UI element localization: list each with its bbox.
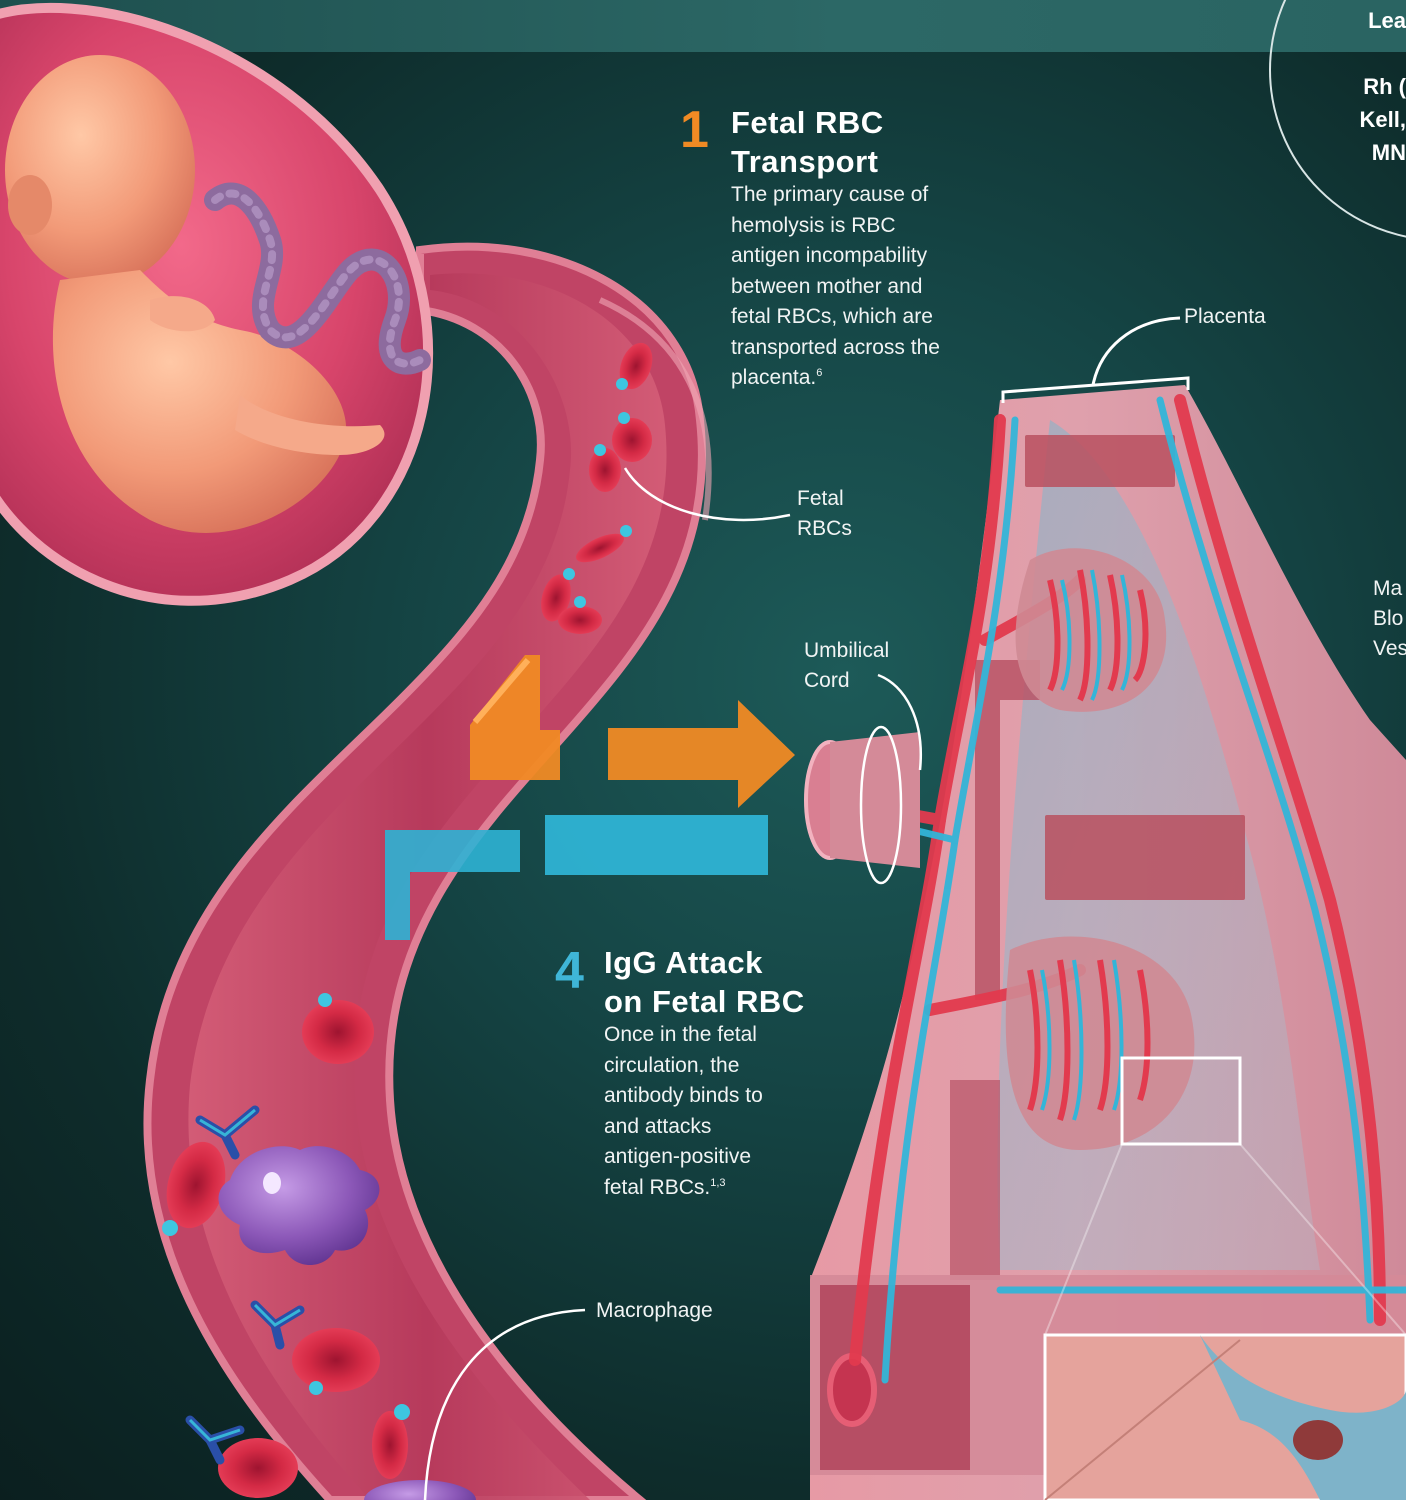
blue-arrow-down [385,830,520,940]
step-1-title-line1: Fetal RBC [731,105,884,140]
label-maternal-blood-vessel: Ma Blo Ves [1373,574,1406,664]
label-placenta: Placenta [1184,305,1266,328]
step-1-reference: 6 [816,367,823,379]
step-1-body-line: hemolysis is RBC [731,213,896,237]
step-4-body: Once in the fetal circulation, the antib… [604,1020,763,1203]
label-umbilical-line1: Umbilical [804,639,890,662]
step-4-body-line: circulation, the [604,1053,740,1077]
legend-line-1: Lea [1368,8,1406,33]
step-1-body-line-last: placenta.6 [731,363,940,394]
step-1-body-line: antigen incompability [731,244,928,267]
label-umbilical-line2: Cord [804,669,850,692]
legend-line-2: Rh ( [1363,74,1406,99]
step-4-body-line: Once in the fetal [604,1023,757,1046]
step-4-body-line: antibody binds to [604,1084,763,1107]
zoom-box [1120,1056,1242,1146]
step-4-body-line: antigen-positive [604,1145,752,1168]
umbilical-cord-ring [859,725,903,885]
lower-vessel-cells [162,993,476,1500]
legend-fragment: Lea Rh ( Kell, MN [1286,0,1406,180]
label-maternal-line1: Ma [1373,577,1403,600]
step-1-body-line: transported across the [731,335,940,359]
step-1-body-line: The primary cause of [731,183,929,206]
label-fetal-rbcs-line2: RBCs [797,517,852,540]
step-1-body-line: fetal RBCs, which are [731,305,933,328]
blue-arrow-group [385,815,768,940]
orange-arrow-group [470,655,795,808]
fetus-figure [5,55,385,533]
step-4-title-line2: on Fetal RBC [604,984,805,1019]
step-4-body-line: and attacks [604,1114,712,1138]
label-macrophage: Macrophage [596,1299,713,1322]
label-maternal-line2: Blo [1373,607,1404,630]
step-1-body: The primary cause of hemolysis is RBC an… [731,180,940,394]
step-4-reference: 1,3 [710,1176,726,1189]
villi-upper [1015,548,1167,712]
step-1-number: 1 [680,101,709,159]
villi-lower [1005,936,1195,1150]
fetal-rbcs-upper [541,342,653,634]
placenta-section [804,385,1406,1500]
label-fetal-rbcs-line1: Fetal [797,487,844,510]
step-4-body-line: fetal RBCs. [604,1175,711,1199]
placenta-bracket [1001,316,1190,403]
label-umbilical-cord: Umbilical Cord [804,636,889,696]
step-1-body-line: placenta. [731,366,817,389]
label-fetal-rbcs: Fetal RBCs [797,484,852,544]
legend-line-4: MN [1371,140,1406,165]
macrophage-cell [218,1146,380,1265]
top-band [0,0,1406,52]
orange-arrow-right [608,700,795,808]
legend-circle [1269,0,1406,238]
step-1-body-line: between mother and [731,274,923,298]
womb [0,2,433,606]
step-4-number: 4 [555,942,584,1000]
legend-line-3: Kell, [1359,107,1406,132]
step-4-body-line-last: fetal RBCs.1,3 [604,1173,763,1204]
label-maternal-line3: Ves [1373,637,1406,660]
step-1-title-line2: Transport [731,144,879,179]
leader-lines [423,467,923,1500]
step-4-title-line1: IgG Attack [604,945,763,980]
